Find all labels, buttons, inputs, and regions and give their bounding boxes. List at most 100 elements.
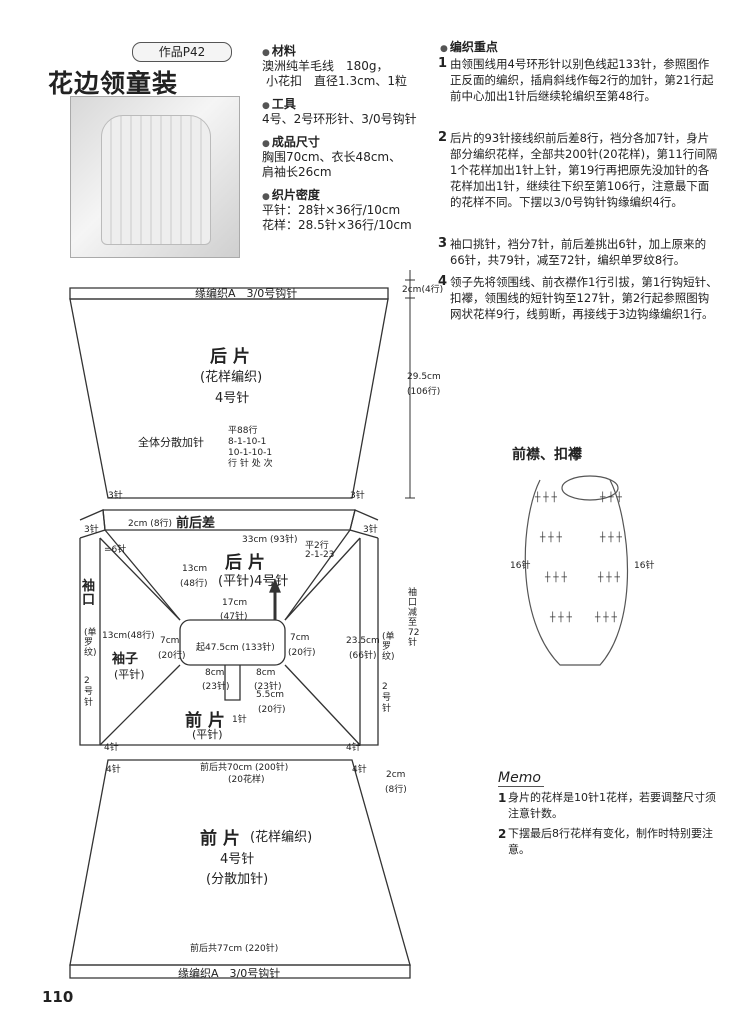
increase-label: 全体分散加针 xyxy=(138,436,204,449)
needle-2-left: 2号针 xyxy=(84,676,94,708)
st-3-left: 3针 xyxy=(108,491,123,501)
yoke-back-title: 后 片 xyxy=(225,553,265,573)
dim-8cm-left: 8cm xyxy=(205,668,225,678)
materials-line-2: 小花扣 直径1.3cm、1粒 xyxy=(266,74,408,88)
dim-47sts: (47针) xyxy=(220,612,248,622)
size-heading: 成品尺寸 xyxy=(262,133,437,150)
svg-text:┼ ┼ ┼: ┼ ┼ ┼ xyxy=(599,531,623,543)
dim-23-5cm: 23.5cm xyxy=(346,636,380,646)
neck-start: 起47.5cm (133针) xyxy=(196,643,275,653)
dec-2-1-23: 2-1-23 xyxy=(305,550,335,560)
back-title: 后 片 xyxy=(210,347,250,367)
front-total: 前后共70cm (200针) xyxy=(200,763,289,773)
svg-text:┼ ┼ ┼: ┼ ┼ ┼ xyxy=(539,531,563,543)
gauge-line-1: 平针：28针×36行/10cm xyxy=(262,203,401,217)
svg-text:┼ ┼ ┼: ┼ ┼ ┼ xyxy=(599,491,623,503)
dim-8cm-right: 8cm xyxy=(256,668,276,678)
placket-right-count: 16针 xyxy=(634,561,655,571)
specs-block: 材料 澳洲纯羊毛线 180g， 小花扣 直径1.3cm、1粒 工具 4号、2号环… xyxy=(262,42,437,233)
gauge-heading: 织片密度 xyxy=(262,186,437,203)
placket-title: 前襟、扣襻 xyxy=(512,447,582,463)
dim-48rows: (48行) xyxy=(180,579,208,589)
size-line-1: 胸围70cm、衣长48cm、 xyxy=(262,150,402,164)
dim-7cm-left: 7cm xyxy=(160,636,180,646)
back-edge-label: 缘编织A 3/0号钩针 xyxy=(195,287,298,300)
dim-17cm: 17cm xyxy=(222,598,248,608)
front-edge-label: 缘编织A 3/0号钩针 xyxy=(178,967,281,980)
dim-29-5cm: 29.5cm xyxy=(407,372,441,382)
page-number: 110 xyxy=(42,988,74,1006)
dim-33cm: 33cm (93针) xyxy=(242,535,298,545)
pattern-ref-tag: 作品P42 xyxy=(132,42,232,62)
st-4-left-2: 4针 xyxy=(106,765,121,775)
st-3-right-2: 3针 xyxy=(363,525,378,535)
rib-right: (单罗纹) xyxy=(382,632,395,662)
dim-20rows-right: (20行) xyxy=(288,648,316,658)
cuff-decrease: 袖口减至72针 xyxy=(408,588,420,648)
rib-left: (单罗纹) xyxy=(84,628,97,658)
back-pattern: (花样编织) xyxy=(200,370,263,385)
hem-total: 前后共77cm (220针) xyxy=(190,944,279,954)
front-yoke-title: 前 片 xyxy=(185,711,225,731)
dim-106-rows: (106行) xyxy=(407,387,441,397)
dim-2cm-4rows: 2cm(4行) xyxy=(402,285,444,295)
front-pattern: (花样编织) xyxy=(250,830,313,845)
st-3-right: 3针 xyxy=(350,491,365,501)
memo-title: Memo xyxy=(498,770,544,787)
svg-text:┼ ┼ ┼: ┼ ┼ ┼ xyxy=(534,491,558,503)
dim-20rows-center: (20行) xyxy=(258,705,286,715)
diff-title: 前后差 xyxy=(176,516,216,531)
st-1: 1针 xyxy=(232,715,247,725)
tools-line: 4号、2号环形针、3/0号钩针 xyxy=(262,112,417,126)
svg-text:┼ ┼ ┼: ┼ ┼ ┼ xyxy=(594,611,618,623)
materials-line-1: 澳洲纯羊毛线 180g， xyxy=(262,59,389,73)
st-4-left: 4针 xyxy=(104,743,119,753)
st-3-left-2: 3针 xyxy=(84,525,99,535)
st-6: =6针 xyxy=(104,545,127,555)
size-line-2: 肩袖长26cm xyxy=(262,165,332,179)
front-increase: (分散加针) xyxy=(206,872,269,887)
tools-heading: 工具 xyxy=(262,95,437,112)
sleeve-sub: (平针) xyxy=(114,668,145,681)
placket-left-count: 16针 xyxy=(510,561,531,571)
dim-23sts-left: (23针) xyxy=(202,682,230,692)
page-title: 花边领童装 xyxy=(48,69,179,98)
needle-2-right: 2号针 xyxy=(382,682,392,714)
garment-photo xyxy=(70,96,240,258)
materials-heading: 材料 xyxy=(262,42,437,59)
yoke-back-sub: (平针)4号针 xyxy=(218,574,289,589)
sleeve-cuff-label: 袖口 xyxy=(82,579,96,608)
dim-66sts: (66针) xyxy=(349,651,377,661)
st-4-right: 4针 xyxy=(346,743,361,753)
increase-rules: 平88行 8-1-10-1 10-1-10-1 行 针 处 次 xyxy=(228,426,273,469)
dim-8rows: (8行) xyxy=(385,785,407,795)
gauge-line-2: 花样：28.5针×36行/10cm xyxy=(262,218,412,232)
dim-23sts-right: (23针) xyxy=(254,682,282,692)
flat-2-rows: 平2行 xyxy=(305,541,329,551)
svg-text:┼ ┼ ┼: ┼ ┼ ┼ xyxy=(549,611,573,623)
dim-7cm-right: 7cm xyxy=(290,633,310,643)
dim-20rows-left: (20行) xyxy=(158,651,186,661)
st-4-right-2: 4针 xyxy=(352,765,367,775)
diff-rows: 2cm (8行) xyxy=(128,519,173,529)
svg-text:┼ ┼ ┼: ┼ ┼ ┼ xyxy=(544,571,568,583)
front-total-sub: (20花样) xyxy=(228,775,265,785)
front-title: 前 片 xyxy=(200,829,240,849)
sleeve-title: 袖子 xyxy=(112,652,139,667)
back-needle: 4号针 xyxy=(215,391,250,406)
svg-text:┼ ┼ ┼: ┼ ┼ ┼ xyxy=(597,571,621,583)
front-needle: 4号针 xyxy=(220,852,255,867)
front-yoke-sub: (平针) xyxy=(192,728,223,741)
dim-2cm: 2cm xyxy=(386,770,406,780)
dim-5-5cm: 5.5cm xyxy=(256,690,285,700)
dim-13cm-48rows: 13cm(48行) xyxy=(102,631,155,641)
dim-13cm: 13cm xyxy=(182,564,208,574)
key-points-heading: 编织重点 xyxy=(440,38,498,55)
